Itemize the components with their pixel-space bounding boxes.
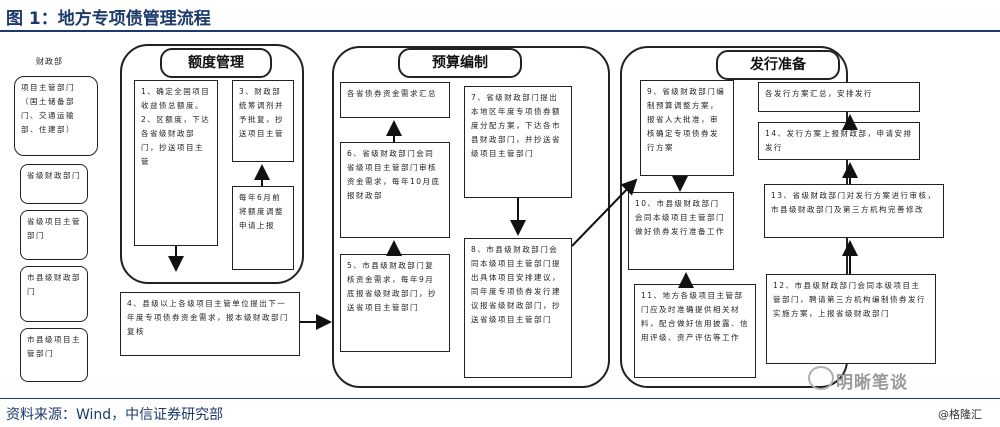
box-budget-summary: 各省债券资金需求汇总 xyxy=(340,82,450,118)
box-issuance-12: 12、市县级财政部门会同本级项目主管部门，聘请第三方机构编制债券发行实施方案，上… xyxy=(766,274,936,364)
header-quota: 额度管理 xyxy=(160,48,272,78)
watermark-icon xyxy=(808,366,834,390)
left-box-county-project: 市县级项目主管部门 xyxy=(20,328,88,382)
title-rule xyxy=(0,30,1000,32)
box-quota-3: 3、财政部统筹调剂并予批复，抄送项目主管 xyxy=(232,80,294,162)
box-issuance-plan: 各发行方案汇总，安排发行 xyxy=(758,82,920,112)
left-box-project-dept: 项目主管部门（国土储备部门、交通运输部、住建部） xyxy=(14,76,98,156)
source-note: 资料来源：Wind，中信证券研究部 xyxy=(6,407,224,423)
credit-text: @格隆汇 xyxy=(938,408,982,421)
left-box-county-finance: 市县级财政部门 xyxy=(20,266,88,322)
box-quota-4: 4、县级以上各级项目主管单位提出下一年度专项债券资金需求，报本级财政部门复核 xyxy=(120,292,300,356)
header-budget: 预算编制 xyxy=(398,48,522,78)
source-rule xyxy=(0,398,1000,399)
header-issuance: 发行准备 xyxy=(716,50,840,80)
box-budget-8: 8、市县级财政部门会同本级项目主管部门提出具体项目安排建议，同年度专项债券发行建… xyxy=(464,238,572,378)
figure-title: 图 1：地方专项债管理流程 xyxy=(6,9,211,29)
box-quota-1: 1、确定全国项目收益债总额度。2、区额度，下达各省级财政部门，抄送项目主管 xyxy=(134,80,218,246)
box-issuance-10: 10、市县级财政部门会同本级项目主管部门做好债券发行准备工作 xyxy=(628,192,734,270)
box-issuance-11: 11、地方各级项目主管部门应及时准确提供相关材料，配合做好信用披露、信用评级、资… xyxy=(634,284,756,378)
box-budget-7: 7、省级财政部门提出本地区年度专项债券额度分配方案，下达各市县财政部门，并抄送省… xyxy=(464,86,572,198)
box-issuance-14: 14、发行方案上报财政部，申请安排发行 xyxy=(758,122,920,160)
box-budget-6: 6、省级财政部门会同省级项目主管部门审核资金需求，每年10月底报财政部 xyxy=(340,142,450,238)
box-issuance-13: 13、省级财政部门对发行方案进行审核，市县级财政部门及第三方机构完善修改 xyxy=(764,184,944,238)
watermark-text: 明晰笔谈 xyxy=(836,373,908,393)
box-issuance-9: 9、省级财政部门编制预算调整方案，报省人大批准，审核确定专项债券发行方案 xyxy=(640,80,734,176)
arrow-budget-to-issuance xyxy=(571,178,638,247)
left-header-ministry: 财政部 xyxy=(36,57,63,66)
left-box-provincial-project: 省级项目主管部门 xyxy=(20,210,88,260)
box-quota-annual: 每年6月前将额度调整申请上报 xyxy=(232,186,294,270)
left-box-provincial-finance: 省级财政部门 xyxy=(20,164,88,204)
